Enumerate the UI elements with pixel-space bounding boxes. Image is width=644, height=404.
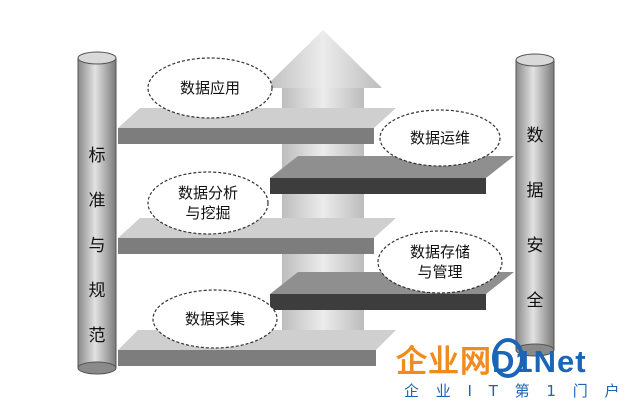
step-label-line: 数据分析 <box>177 184 238 202</box>
step-label-data-operations: 数据运维 <box>409 129 470 147</box>
watermark-d-graphic <box>492 338 524 378</box>
step-label-line: 与挖掘 <box>185 204 231 222</box>
right-pillar-char: 全 <box>526 291 544 311</box>
left-pillar-char: 范 <box>88 326 106 346</box>
label-ellipses <box>147 57 503 349</box>
watermark-logo: 企业网D1Net <box>396 336 587 381</box>
right-pillar-char: 数 <box>526 126 544 146</box>
right-pillar <box>515 53 555 357</box>
right-pillar-char: 据 <box>526 181 544 201</box>
step-label-data-application: 数据应用 <box>179 79 240 97</box>
step-label-line: 与管理 <box>417 263 463 281</box>
ellipse-s2 <box>379 109 501 167</box>
step-label-line: 数据存储 <box>409 243 470 261</box>
ellipse-s3 <box>147 171 269 235</box>
ellipse-s4 <box>377 230 503 294</box>
watermark-en: D1Net <box>492 344 587 379</box>
left-pillar <box>77 51 117 375</box>
step-label-data-storage: 数据存储 与管理 <box>380 242 500 282</box>
left-pillar-label: 标 准 与 规 范 <box>78 148 116 373</box>
left-pillar-char: 与 <box>88 236 106 256</box>
left-pillar-char: 规 <box>88 281 106 301</box>
left-pillar-char: 标 <box>88 146 106 166</box>
watermark-cn: 企业网 <box>396 344 492 379</box>
right-pillar-char: 安 <box>526 236 544 256</box>
right-pillar-label: 数 据 安 全 <box>516 128 554 348</box>
ellipse-s1 <box>147 57 273 119</box>
ellipse-s5 <box>152 289 278 349</box>
step-label-data-collection: 数据采集 <box>184 310 245 328</box>
step-label-data-analysis: 数据分析 与挖掘 <box>148 183 268 223</box>
watermark-tagline: 企 业 I T 第 1 门 户 <box>404 382 626 400</box>
left-pillar-char: 准 <box>88 191 106 211</box>
